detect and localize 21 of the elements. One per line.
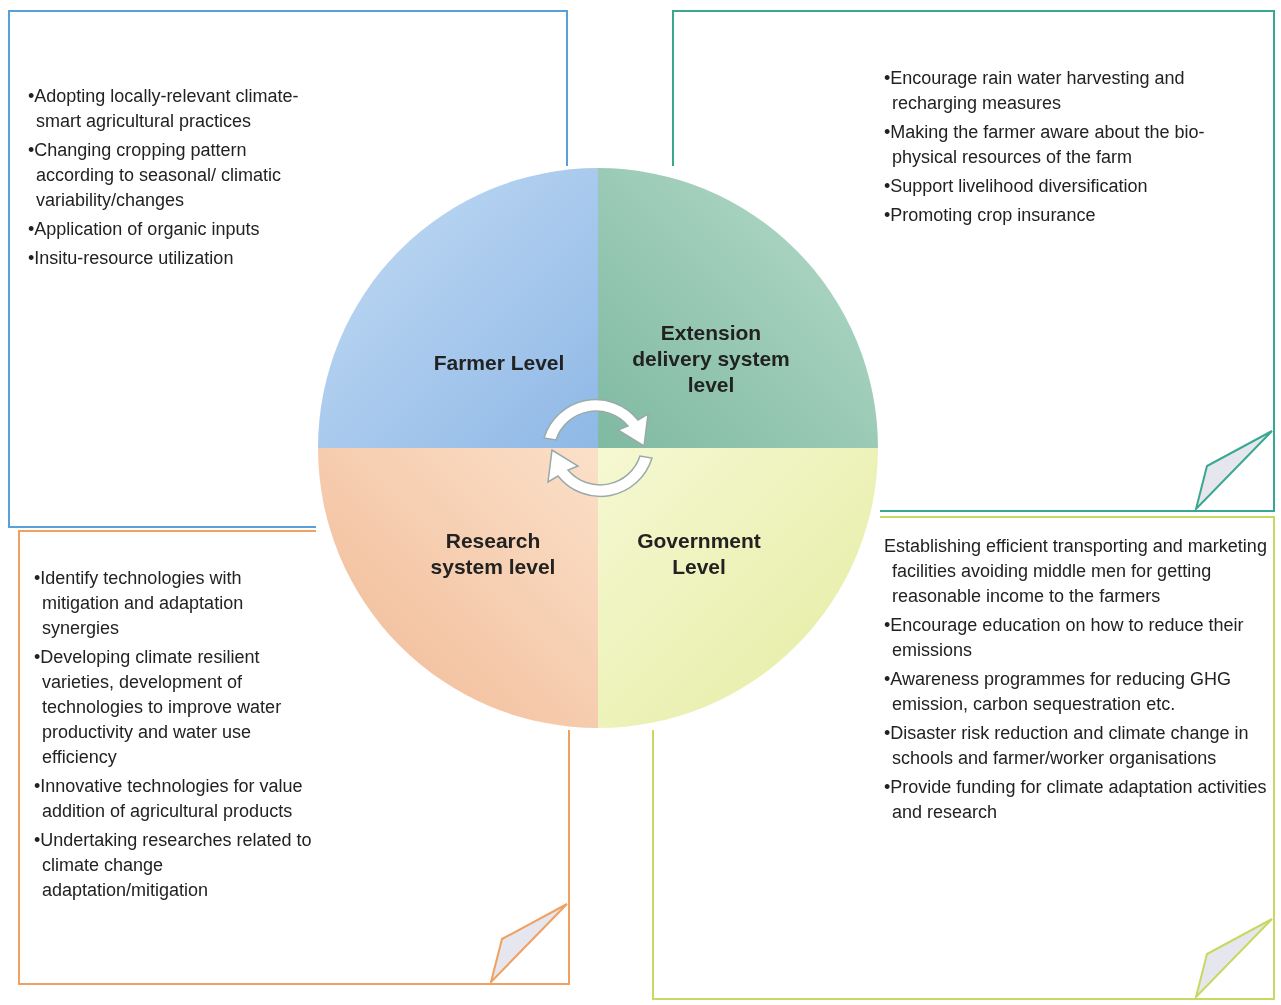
bullet-item: •Encourage rain water harvesting and recharging measures	[884, 67, 1186, 115]
bullet-item: •Developing climate resilient varieties, development of technologies to improve water productivity and water use efficiency	[34, 646, 283, 769]
bullet-item: •Changing cropping pattern according to seasonal/ climatic variability/changes	[28, 139, 283, 212]
quadrant-label: Research system level	[429, 528, 557, 580]
quadrant-label: Farmer Level	[432, 350, 566, 376]
bullet-item: •Disaster risk reduction and climate change in schools and farmer/worker organisations	[884, 722, 1250, 770]
bullet-item: •Promoting crop insurance	[884, 204, 1097, 227]
bullet-item: •Provide funding for climate adaptation activities and research	[884, 776, 1268, 824]
bullet-item: •Making the farmer aware about the bio-physical resources of the farm	[884, 121, 1206, 169]
bullet-item: •Application of organic inputs	[28, 218, 261, 241]
bullet-item: •Undertaking researches related to climate change adaptation/mitigation	[34, 829, 313, 902]
bullet-item: •Insitu-resource utilization	[28, 247, 235, 270]
bullet-item: •Innovative technologies for value addition of agricultural products	[34, 775, 304, 823]
bullet-item: •Support livelihood diversification	[884, 175, 1149, 198]
bullet-item: •Identify technologies with mitigation and adaptation synergies	[34, 567, 245, 640]
bullet-item: •Awareness programmes for reducing GHG emission, carbon sequestration etc.	[884, 668, 1233, 716]
bullet-item: •Encourage education on how to reduce their emissions	[884, 614, 1245, 662]
bullet-item: •Adopting locally-relevant climate-smart agricultural practices	[28, 85, 300, 133]
bullet-item: Establishing efficient transporting and marketing facilities avoiding middle men for getting reasonable income to the farmers	[884, 535, 1268, 608]
quadrant-label: Extension delivery system level	[631, 320, 791, 398]
quadrant-label: Government Level	[636, 528, 762, 580]
